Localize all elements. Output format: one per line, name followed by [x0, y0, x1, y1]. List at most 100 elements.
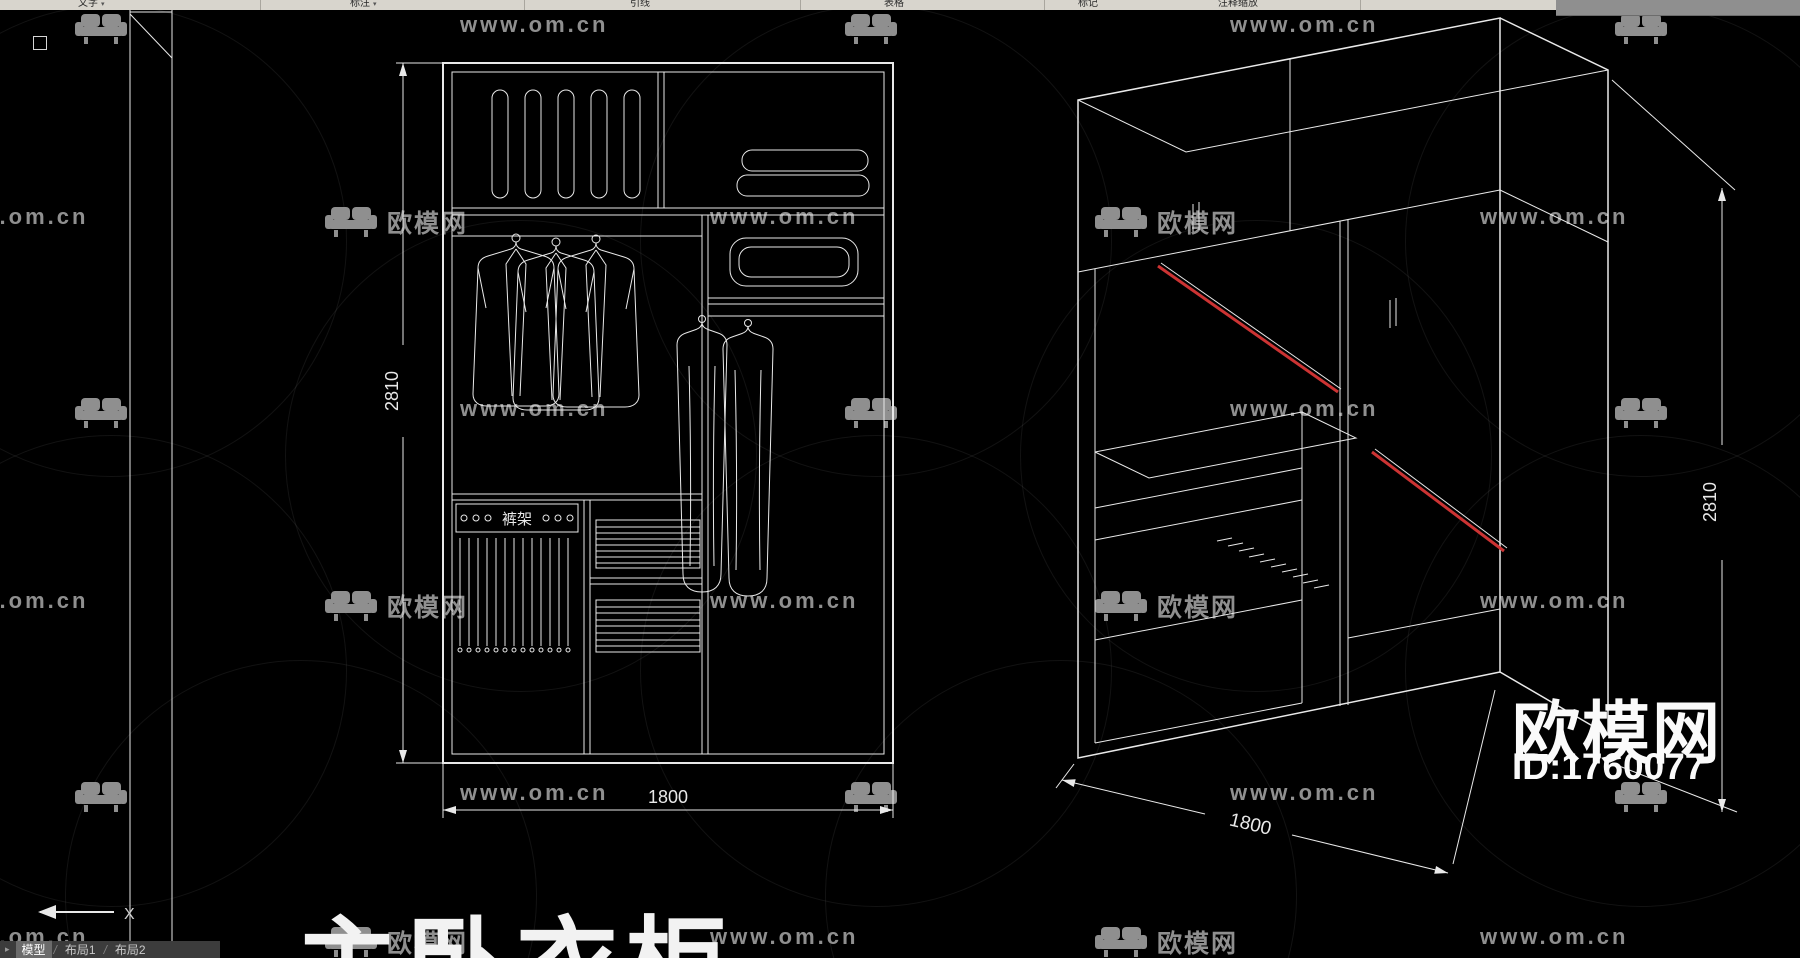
hanging-jackets [472, 233, 640, 411]
wardrobe-iso[interactable] [1077, 17, 1609, 759]
sofa-icon [845, 782, 897, 812]
tab-separator: / [53, 942, 57, 957]
ribbon-panel-annotation-scale[interactable]: 注释缩放 [1218, 0, 1258, 9]
watermark-logo [1615, 12, 1667, 46]
watermark-circle [1020, 220, 1492, 692]
site-logo: 欧模网 [1512, 696, 1723, 772]
watermark-url: www.om.cn [1480, 588, 1629, 613]
watermark-logo: 欧模网 [1095, 588, 1238, 624]
iso-drawer-unit [1094, 411, 1358, 541]
elevation-height-dim-text: 2810 [382, 371, 402, 411]
tab-nav-icon[interactable]: ▸ [5, 944, 10, 954]
door-handle-lower [1389, 298, 1397, 328]
ribbon-panel-text[interactable]: 文字▾ [78, 0, 105, 10]
ucs-icon: X [38, 905, 135, 923]
left-wall-section[interactable] [129, 10, 173, 942]
watermark-logo [1615, 396, 1667, 430]
ribbon-bar: 文字▾ 标注▾ 引线 表格 标记 注释缩放 [0, 0, 1556, 10]
sofa-icon [1615, 398, 1667, 428]
watermark-logo: 欧模网 [1095, 924, 1238, 958]
drawer-stack-lower [595, 599, 701, 653]
ribbon-panel-label: 引线 [630, 0, 650, 9]
elevation-width-dim-text: 1800 [648, 787, 688, 807]
watermark-circle [285, 220, 757, 692]
sofa-icon [325, 591, 377, 621]
pants-rack: 裤架 [455, 503, 579, 653]
watermark-url: www.om.cn [460, 12, 609, 37]
hanging-garments [676, 315, 774, 597]
ribbon-separator [800, 0, 801, 10]
watermark-logo [845, 12, 897, 46]
watermark-logo: 欧模网 [325, 204, 468, 240]
ribbon-separator [1360, 0, 1361, 10]
tab-layout2[interactable]: 布局2 [114, 943, 146, 957]
door-handle-upper [1192, 202, 1200, 232]
ribbon-panel-label: 标注 [350, 0, 370, 9]
sofa-icon [1615, 782, 1667, 812]
pants-strips [457, 538, 571, 653]
ribbon-panel-leader[interactable]: 引线 [630, 0, 650, 9]
watermark-url: www.om.cn [1230, 780, 1379, 805]
clothes-rod-red-1[interactable] [1157, 262, 1342, 394]
watermark-url: www.om.cn [0, 204, 89, 229]
watermark-brand-text: 欧模网 [1157, 930, 1239, 958]
watermark-logo [845, 780, 897, 814]
sofa-icon [1615, 14, 1667, 44]
chevron-down-icon: ▾ [101, 1, 105, 8]
sofa-icon [325, 207, 377, 237]
watermark-brand-text: 欧模网 [387, 930, 469, 958]
ribbon-panel-label: 文字 [78, 0, 98, 9]
ribbon-panel-table[interactable]: 表格 [884, 0, 904, 9]
ribbon-panel-dimension[interactable]: 标注▾ [350, 0, 377, 10]
ribbon-panel-markup[interactable]: 标记 [1078, 0, 1098, 9]
watermark-url: www.om.cn [710, 924, 859, 949]
tab-layout1[interactable]: 布局1 [64, 943, 96, 957]
folded-bundle [729, 237, 859, 287]
elevation-dimension-height[interactable]: 2810 [382, 62, 443, 764]
watermark-logo: 欧模网 [325, 924, 468, 958]
watermark-logo [845, 396, 897, 430]
sofa-icon [75, 398, 127, 428]
sofa-icon [1095, 207, 1147, 237]
watermark-url: www.om.cn [1230, 396, 1379, 421]
clothes-rod-red-2[interactable] [1371, 448, 1508, 553]
selection-square [33, 36, 47, 50]
sofa-icon [845, 14, 897, 44]
ribbon-separator [1044, 0, 1045, 10]
sofa-icon [1095, 591, 1147, 621]
sofa-icon [75, 14, 127, 44]
elevation-dimension-width[interactable]: 1800 [442, 763, 894, 818]
chevron-down-icon: ▾ [373, 1, 377, 8]
watermark-url: www.om.cn [1480, 204, 1629, 229]
slatted-panel [491, 89, 641, 199]
tab-separator: / [103, 942, 107, 957]
watermark-logo: 欧模网 [1095, 204, 1238, 240]
ribbon-separator [524, 0, 525, 10]
drawer-stack-upper [595, 519, 701, 569]
sofa-icon [75, 782, 127, 812]
watermark-brand-text: 欧模网 [1157, 594, 1239, 622]
watermark-logo: 欧模网 [325, 588, 468, 624]
tab-model[interactable]: 模型 [15, 941, 52, 958]
watermark-url: www.om.cn [460, 780, 609, 805]
site-id: ID:1760077 [1512, 746, 1706, 787]
watermark-url: www.om.cn [460, 396, 609, 421]
ucs-x-label: X [124, 906, 135, 923]
watermark-logo [1615, 780, 1667, 814]
watermark-logo [75, 780, 127, 814]
layout-tabbar: ▸ 模型 / 布局1 / 布局2 [0, 941, 220, 958]
pants-rack-label: 裤架 [502, 511, 532, 528]
sofa-icon [1095, 927, 1147, 957]
ribbon-panel-label: 表格 [884, 0, 904, 9]
iso-dimension-height[interactable]: 2810 [1611, 79, 1738, 813]
watermark-url: www.om.cn [0, 588, 89, 613]
drawing-title: 主卧衣柜 [296, 884, 736, 958]
sofa-icon [845, 398, 897, 428]
wardrobe-elevation[interactable]: 裤架 [442, 62, 894, 764]
ribbon-panel-label: 标记 [1078, 0, 1098, 9]
folded-clothes-top [736, 149, 870, 197]
watermark-url: www.om.cn [1480, 924, 1629, 949]
